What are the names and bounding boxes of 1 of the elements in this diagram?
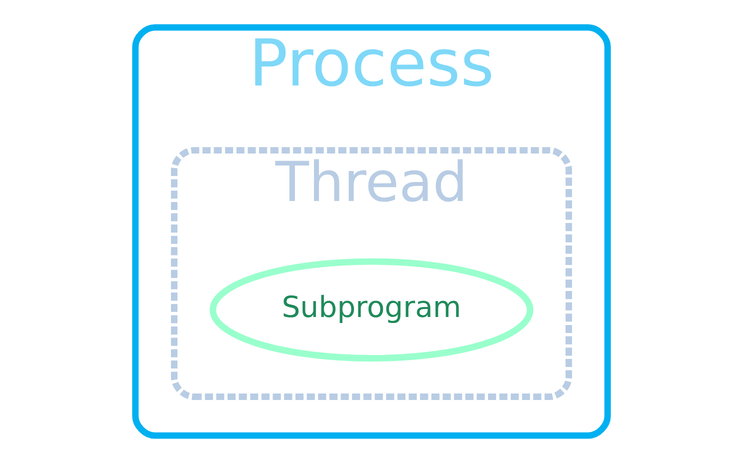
node-ellipse: Subprogram: [209, 258, 533, 362]
